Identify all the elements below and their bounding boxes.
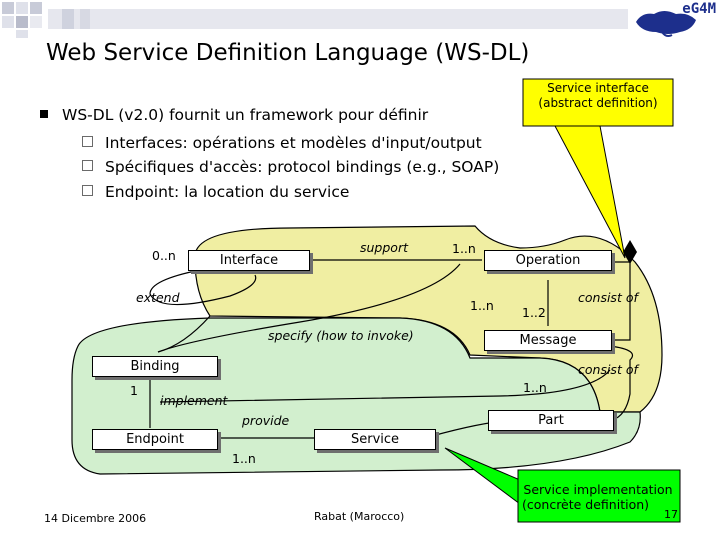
footer-date: 14 Dicembre 2006 bbox=[44, 512, 147, 525]
bullet-square-icon bbox=[40, 110, 48, 118]
part-box: Part bbox=[488, 410, 614, 431]
message-part-line bbox=[609, 345, 634, 421]
multiplicity-label: 1..n bbox=[232, 451, 256, 466]
hollow-square-icon bbox=[82, 136, 93, 147]
implementation-callout-line1: Service implementation bbox=[523, 482, 673, 497]
multiplicity-label: 0..n bbox=[152, 248, 176, 263]
decorative-squares bbox=[2, 2, 628, 38]
binding-interface-line bbox=[157, 315, 211, 353]
interface-region bbox=[194, 225, 663, 413]
sub-bullet: Interfaces: opérations et modèles d'inpu… bbox=[82, 134, 482, 152]
main-bullet-text: WS-DL (v2.0) fournit un framework pour d… bbox=[62, 106, 429, 124]
composition-diamond-icon bbox=[623, 240, 637, 264]
logo-map-icon bbox=[636, 11, 696, 37]
sub-bullet: Spécifiques d'accès: protocol bindings (… bbox=[82, 158, 499, 176]
interface-self-loop bbox=[149, 269, 257, 306]
support-label: support bbox=[360, 240, 408, 255]
specify-label: specify (how to invoke) bbox=[268, 328, 414, 343]
multiplicity-label: 1..n bbox=[470, 298, 494, 313]
multiplicity-label: 1..2 bbox=[522, 305, 546, 320]
multiplicity-label: 1 bbox=[130, 383, 138, 398]
consist-of-label: consist of bbox=[578, 290, 638, 305]
interface-callout-box bbox=[522, 78, 674, 127]
sub-bullet: Endpoint: la location du service bbox=[82, 183, 349, 201]
hollow-square-icon bbox=[82, 185, 93, 196]
implementation-callout-line2: (concrète definition) bbox=[522, 497, 650, 512]
endpoint-box: Endpoint bbox=[92, 429, 218, 450]
multiplicity-label: 1..n bbox=[452, 241, 476, 256]
binding-message-line bbox=[159, 369, 611, 403]
implementation-callout-box bbox=[517, 469, 681, 523]
implementation-callout-text: Service implementation (concrète definit… bbox=[520, 482, 676, 512]
provide-label: provide bbox=[242, 413, 290, 428]
operation-specify-line bbox=[157, 263, 461, 353]
consist-of-label: consist of bbox=[578, 362, 638, 377]
logo: eG4M bbox=[632, 1, 718, 38]
hollow-square-icon bbox=[82, 160, 93, 171]
interface-callout-line2: (abstract definition) bbox=[538, 96, 658, 110]
interface-box: Interface bbox=[188, 250, 310, 271]
binding-box: Binding bbox=[92, 356, 218, 377]
operation-message-loop bbox=[608, 261, 631, 341]
logo-text: eG4M bbox=[682, 1, 716, 17]
multiplicity-label: 1..n bbox=[523, 380, 547, 395]
service-box: Service bbox=[314, 429, 436, 450]
main-bullet: WS-DL (v2.0) fournit un framework pour d… bbox=[40, 106, 428, 124]
extend-label: extend bbox=[136, 290, 180, 305]
page-number: 17 bbox=[664, 508, 678, 521]
footer-place: Rabat (Marocco) bbox=[314, 510, 405, 523]
sub-bullet-text: Endpoint: la location du service bbox=[105, 183, 350, 201]
interface-callout-line1: Service interface bbox=[547, 81, 649, 95]
interface-callout-text: Service interface (abstract definition) bbox=[530, 81, 666, 111]
operation-box: Operation bbox=[484, 250, 612, 271]
sub-bullet-text: Spécifiques d'accès: protocol bindings (… bbox=[105, 158, 500, 176]
message-box: Message bbox=[484, 330, 612, 351]
implement-label: implement bbox=[160, 393, 228, 408]
page-title: Web Service Definition Language (WS-DL) bbox=[46, 40, 530, 66]
sub-bullet-text: Interfaces: opérations et modèles d'inpu… bbox=[105, 134, 482, 152]
